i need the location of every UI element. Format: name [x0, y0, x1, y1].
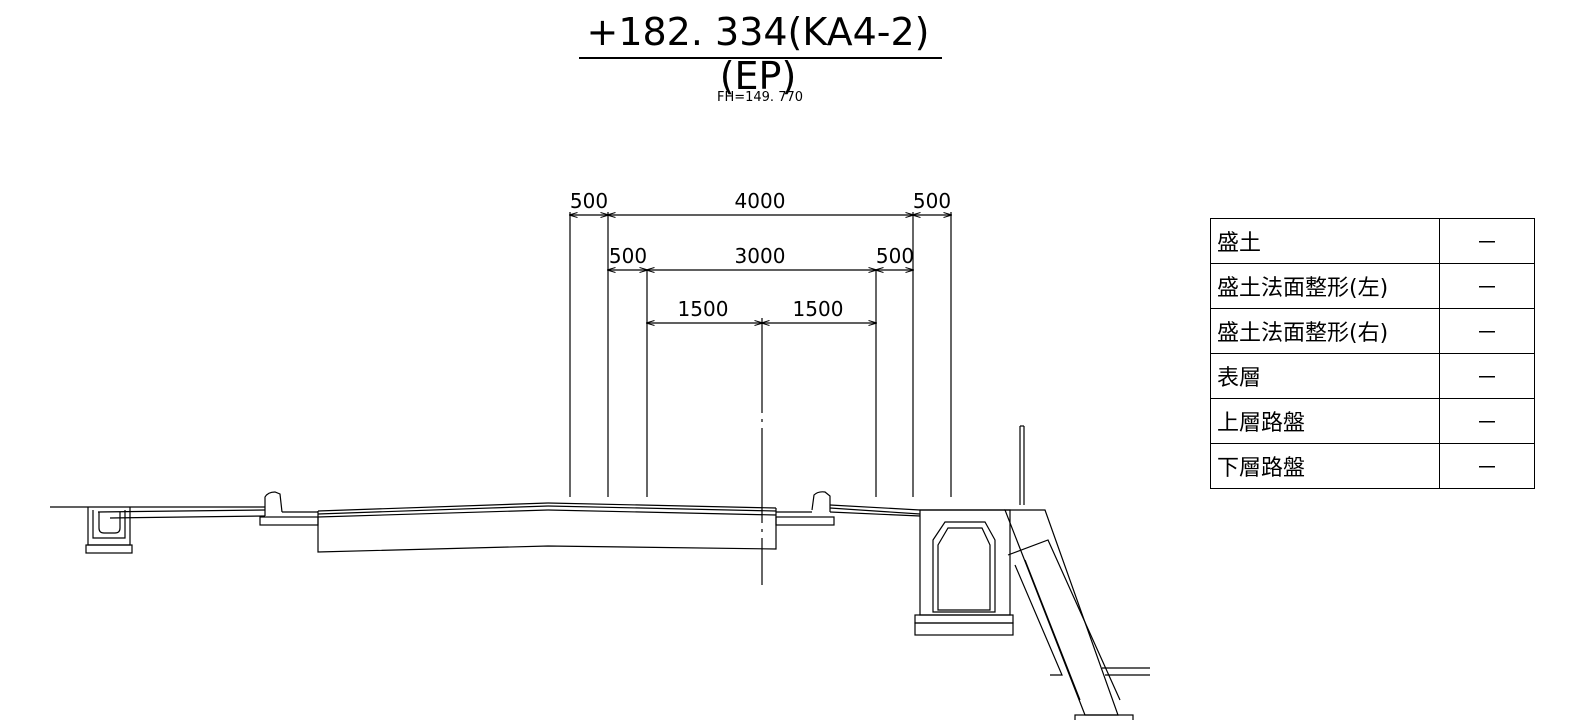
row-name: 盛土	[1210, 218, 1440, 264]
row-name: 上層路盤	[1210, 398, 1440, 444]
dim-mid-left: 500	[609, 244, 647, 268]
title-underline	[579, 57, 942, 59]
dim-low-left: 1500	[678, 297, 729, 321]
dim-top-left: 500	[570, 189, 608, 213]
dim-top-right: 500	[913, 189, 951, 213]
right-curb	[775, 491, 835, 526]
table-row: 上層路盤 －	[1210, 398, 1535, 444]
road-surface	[50, 502, 1005, 519]
dim-mid-mid: 3000	[735, 244, 786, 268]
right-box-culvert	[914, 509, 1014, 636]
retaining-wall	[1004, 425, 1150, 720]
row-name: 盛土法面整形(右)	[1210, 308, 1440, 354]
row-value: －	[1439, 263, 1535, 309]
quantity-table: 盛土 － 盛土法面整形(左) － 盛土法面整形(右) － 表層 － 上層路盤 －…	[1210, 218, 1535, 489]
left-u-channel	[85, 507, 133, 554]
table-row: 盛土 －	[1210, 218, 1535, 264]
formation-height-label: FH=149. 770	[716, 90, 804, 105]
left-curb	[259, 491, 319, 526]
row-name: 表層	[1210, 353, 1440, 399]
dimension-lines	[570, 215, 951, 323]
extension-lines	[569, 212, 952, 497]
row-value: －	[1439, 398, 1535, 444]
row-value: －	[1439, 218, 1535, 264]
table-row: 盛土法面整形(左) －	[1210, 263, 1535, 309]
row-value: －	[1439, 353, 1535, 399]
row-value: －	[1439, 443, 1535, 489]
table-row: 下層路盤 －	[1210, 443, 1535, 489]
subbase-block	[317, 508, 777, 553]
dim-mid-right: 500	[876, 244, 914, 268]
drawing-title: +182. 334(KA4-2)(EP)	[586, 10, 930, 98]
table-row: 表層 －	[1210, 353, 1535, 399]
dim-low-right: 1500	[793, 297, 844, 321]
row-name: 下層路盤	[1210, 443, 1440, 489]
row-value: －	[1439, 308, 1535, 354]
row-name: 盛土法面整形(左)	[1210, 263, 1440, 309]
dim-top-mid: 4000	[735, 189, 786, 213]
table-row: 盛土法面整形(右) －	[1210, 308, 1535, 354]
